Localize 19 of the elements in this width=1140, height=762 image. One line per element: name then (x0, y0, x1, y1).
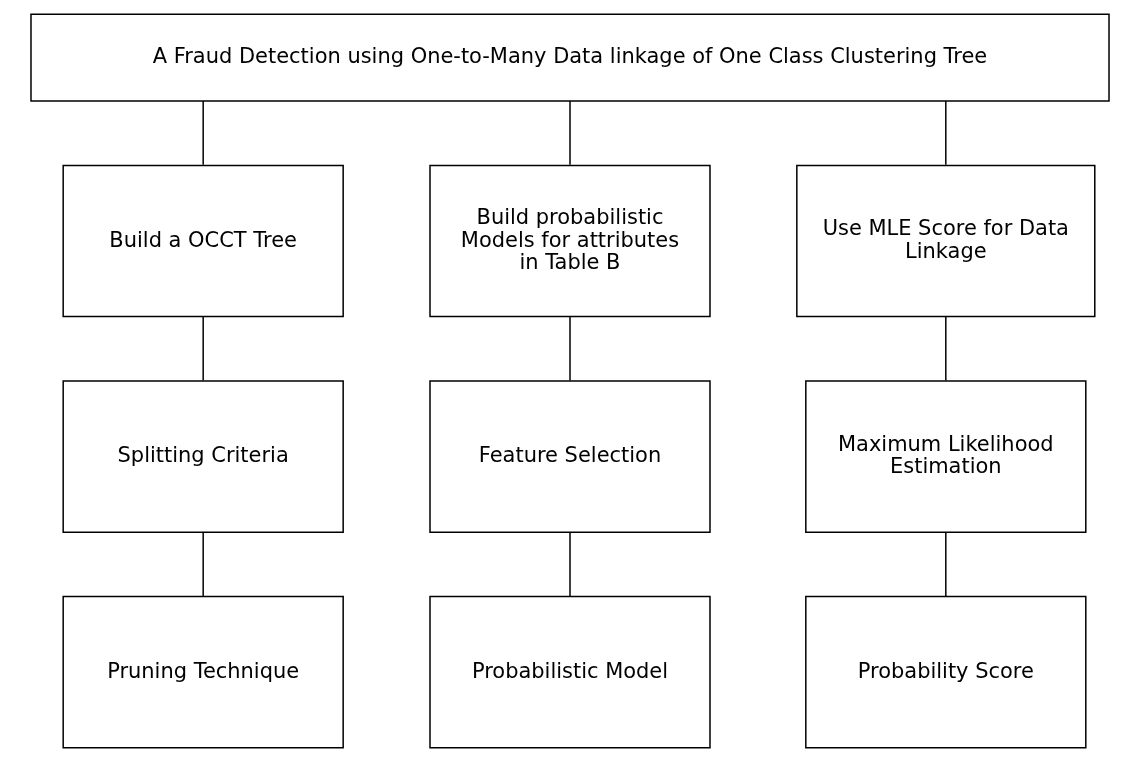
node-box: A Fraud Detection using One-to-Many Data linkage of One Class Clustering Tree (30, 13, 1110, 102)
node-box: Splitting Criteria (62, 380, 344, 533)
node-box: Feature Selection (429, 380, 711, 533)
node-box: Probabilistic Model (429, 595, 711, 749)
node-box: Use MLE Score for Data Linkage (796, 164, 1096, 318)
node-box: Maximum Likelihood Estimation (805, 380, 1087, 533)
connector (202, 100, 204, 166)
connector (202, 531, 204, 597)
node-box: Build a OCCT Tree (62, 164, 344, 318)
connector (569, 316, 571, 382)
connector (569, 531, 571, 597)
node-box: Probability Score (805, 595, 1087, 749)
connector (945, 100, 947, 166)
node-box: Build probabilistic Models for attributes in Table B (429, 164, 711, 318)
connector (202, 316, 204, 382)
connector (945, 316, 947, 382)
node-box: Pruning Technique (62, 595, 344, 749)
connector (945, 531, 947, 597)
connector (569, 100, 571, 166)
